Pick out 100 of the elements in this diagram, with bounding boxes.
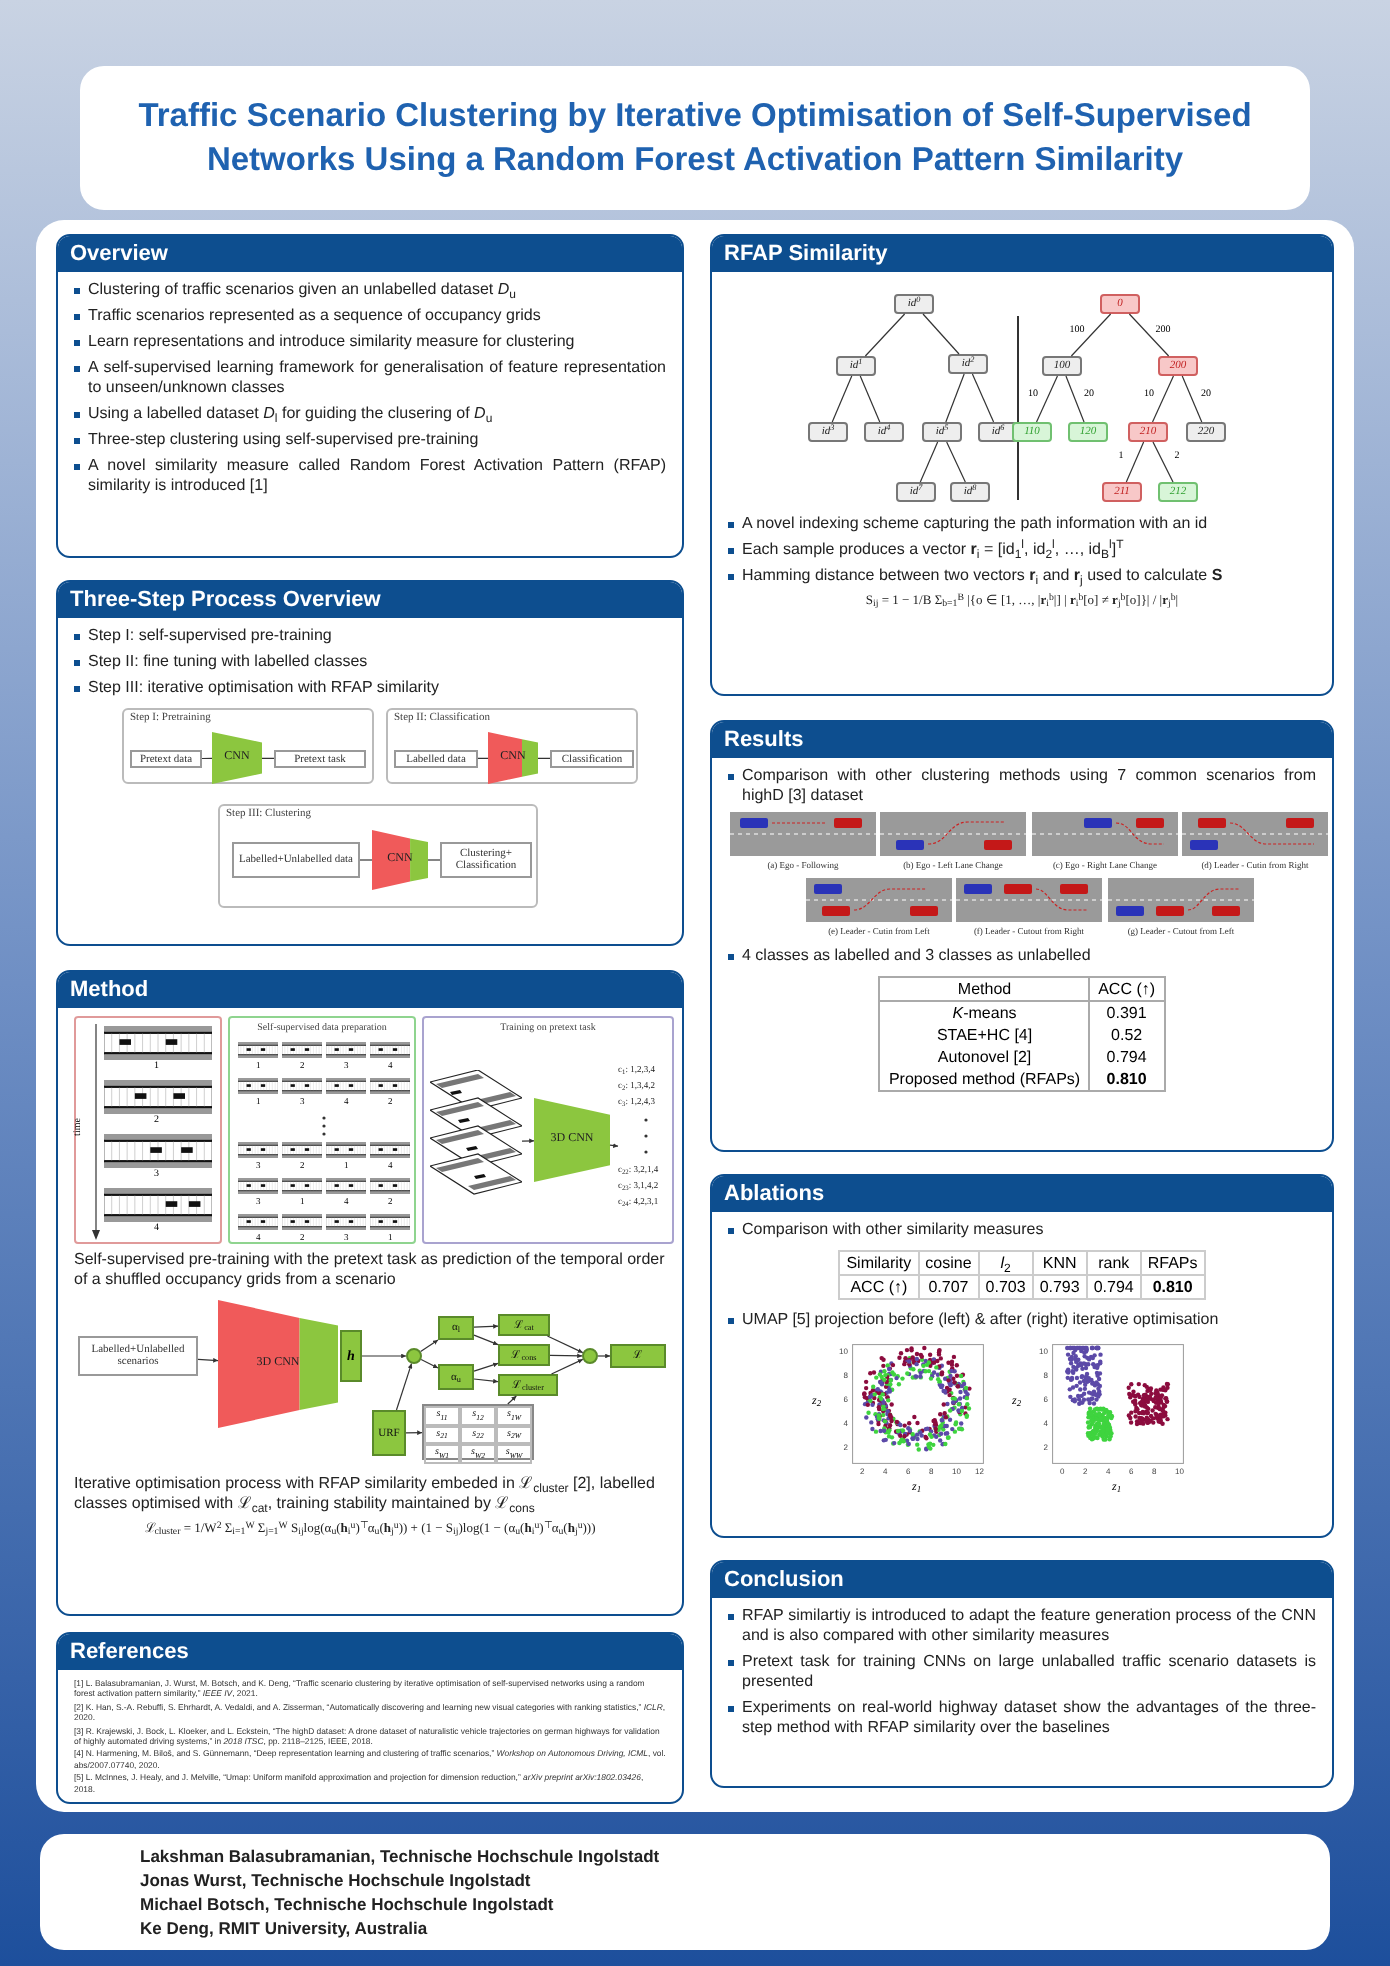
step-box bbox=[122, 708, 374, 784]
table-cell: cosine bbox=[918, 1251, 979, 1275]
section-panel bbox=[710, 720, 1334, 1152]
table-cell: 0.703 bbox=[978, 1275, 1033, 1299]
bullet-text: Comparison with other similarity measures bbox=[742, 1220, 1044, 1240]
table-cell: 0.810 bbox=[1089, 1068, 1165, 1091]
arrow bbox=[197, 1357, 219, 1363]
similarity-matrix bbox=[422, 1404, 534, 1460]
table-cell: KNN bbox=[1032, 1251, 1087, 1275]
bullet-text: Step I: self-supervised pre-training bbox=[88, 626, 332, 646]
table-cell: Autonovel [2] bbox=[879, 1046, 1090, 1068]
table-cell: ACC (↑) bbox=[839, 1275, 919, 1299]
bullet-text: Pretext task for training CNNs on large unlaballed traffic scenario datasets is presented bbox=[742, 1652, 1316, 1692]
section-header: RFAP Similarity bbox=[712, 236, 1332, 272]
arrow bbox=[395, 1363, 413, 1411]
connector-line bbox=[201, 757, 213, 760]
arrow bbox=[361, 1353, 407, 1359]
connector-line bbox=[359, 859, 373, 861]
author-panel bbox=[40, 1834, 1330, 1950]
connector-line bbox=[1181, 375, 1203, 423]
bullet-text: Hamming distance between two vectors r$_{i}$ and r$_{j}$ used to calculate S bbox=[742, 566, 1223, 586]
connector-line bbox=[477, 757, 489, 760]
bullet-text: Each sample produces a vector r$_{i}$ = [id$_{1}$$^{l}$, id$_{2}$$^{l}$, …, id$_{B}$$^{l}$]$^{T}$ bbox=[742, 540, 1124, 560]
section-header: Results bbox=[712, 722, 1332, 758]
section-panel bbox=[710, 234, 1334, 696]
connector-line bbox=[945, 373, 965, 423]
section-panel bbox=[56, 970, 684, 1616]
connector-line bbox=[946, 441, 966, 483]
table-cell: 0.794 bbox=[1086, 1275, 1141, 1299]
table-cell: l$_{2}$ bbox=[978, 1251, 1033, 1275]
arrow bbox=[507, 1395, 517, 1405]
section-panel bbox=[56, 580, 684, 946]
connector-line bbox=[537, 757, 551, 760]
arrow bbox=[420, 1339, 439, 1353]
bullet-text: Using a labelled dataset D$_{l}$ for guiding the clusering of D$_{u}$ bbox=[88, 404, 493, 424]
table-cell: 0.52 bbox=[1089, 1024, 1165, 1046]
arrow bbox=[473, 1323, 499, 1329]
table-cell: K-means bbox=[879, 1001, 1090, 1024]
bullet-text: A novel indexing scheme capturing the path information with an id bbox=[742, 514, 1208, 534]
connector-line bbox=[1070, 313, 1112, 357]
arrow bbox=[473, 1378, 499, 1384]
connector-line bbox=[1065, 375, 1085, 423]
connector-line bbox=[1035, 375, 1059, 423]
author-line: Ke Deng, RMIT University, Australia bbox=[140, 1916, 430, 1940]
connector-line bbox=[864, 313, 906, 357]
bullet-text: Experiments on real-world highway dataset show the advantages of the three-step method with RFAP similarity over the baselines bbox=[742, 1698, 1316, 1738]
table-cell: STAE+HC [4] bbox=[879, 1024, 1090, 1046]
section-panel bbox=[710, 1560, 1334, 1788]
connector-line bbox=[1151, 375, 1175, 423]
arrow bbox=[420, 1359, 439, 1369]
connector-line bbox=[859, 375, 881, 423]
section-header: Three-Step Process Overview bbox=[58, 582, 682, 618]
section-header: References bbox=[58, 1634, 682, 1670]
step-box bbox=[386, 708, 638, 784]
table-cell: 0.810 bbox=[1140, 1275, 1205, 1299]
table-cell: rank bbox=[1086, 1251, 1141, 1275]
table-cell: 0.391 bbox=[1089, 1001, 1165, 1024]
figure-frame bbox=[74, 1016, 222, 1244]
poster-title: Traffic Scenario Clustering by Iterative Optimisation of Self-Supervised Networks Using a Random Forest Activation Pattern Similarity bbox=[136, 96, 1254, 182]
connector-line bbox=[971, 373, 995, 423]
arrow bbox=[473, 1334, 499, 1346]
connector-line bbox=[1152, 441, 1174, 483]
table-cell: RFAPs bbox=[1140, 1251, 1205, 1275]
bullet-text: RFAP similartiy is introduced to adapt the feature generation process of the CNN and is also compared with other similarity measures bbox=[742, 1606, 1316, 1646]
bullet-text: A self-supervised learning framework for generalisation of feature representation to unseen/unknown classes bbox=[88, 358, 666, 398]
connector-line bbox=[1125, 441, 1145, 483]
connector-line bbox=[919, 441, 939, 483]
table-cell: 0.707 bbox=[918, 1275, 979, 1299]
section-panel bbox=[710, 1174, 1334, 1538]
bullet-text: UMAP [5] projection before (left) & after (right) iterative optimisation bbox=[742, 1310, 1219, 1330]
arrow bbox=[473, 1362, 499, 1372]
table-cell: Proposed method (RFAPs) bbox=[879, 1068, 1090, 1091]
section-panel bbox=[56, 1632, 684, 1804]
bullet-text: A novel similarity measure called Random Forest Activation Pattern (RFAP) similarity is introduced [1] bbox=[88, 456, 666, 496]
author-line: Michael Botsch, Technische Hochschule Ingolstadt bbox=[140, 1892, 556, 1916]
section-header: Ablations bbox=[712, 1176, 1332, 1212]
section-header: Conclusion bbox=[712, 1562, 1332, 1598]
table-cell: Method bbox=[879, 977, 1090, 1001]
arrow bbox=[521, 1138, 535, 1144]
table-cell: ACC (↑) bbox=[1089, 977, 1165, 1001]
bullet-text: Step II: fine tuning with labelled classes bbox=[88, 652, 368, 672]
author-line: Lakshman Balasubramanian, Technische Hochschule Ingolstadt bbox=[140, 1844, 662, 1868]
bullet-text: Comparison with other clustering methods using 7 common scenarios from highD [3] dataset bbox=[742, 766, 1316, 806]
author-line: Jonas Wurst, Technische Hochschule Ingolstadt bbox=[140, 1868, 533, 1892]
figure-caption: Iterative optimisation process with RFAP similarity embeded in ℒ$_{cluster}$ [2], labelled classes optimised with ℒ$_{cat}$, training stability maintained by ℒ$_{cons}$ bbox=[72, 1474, 657, 1514]
bullet-text: Learn representations and introduce similarity measure for clustering bbox=[88, 332, 575, 352]
step-box bbox=[218, 804, 538, 908]
figure-caption: Self-supervised pre-training with the pretext task as prediction of the temporal order of a shuffled occupancy grids from a scenario bbox=[72, 1250, 667, 1290]
section-header: Overview bbox=[58, 236, 682, 272]
connector-line bbox=[831, 375, 853, 423]
bullet-text: Clustering of traffic scenarios given an unlabelled dataset D$_{u}$ bbox=[88, 280, 516, 300]
bullet-text: Three-step clustering using self-supervised pre-training bbox=[88, 430, 479, 450]
arrow bbox=[549, 1353, 583, 1359]
arrow bbox=[546, 1335, 584, 1354]
bullet-text: Step III: iterative optimisation with RFAP similarity bbox=[88, 678, 439, 698]
arrow bbox=[550, 1358, 584, 1375]
table-cell: Similarity bbox=[839, 1251, 919, 1275]
connector-line bbox=[427, 859, 441, 861]
section-header: Method bbox=[58, 972, 682, 1008]
figure-frame bbox=[422, 1016, 674, 1244]
